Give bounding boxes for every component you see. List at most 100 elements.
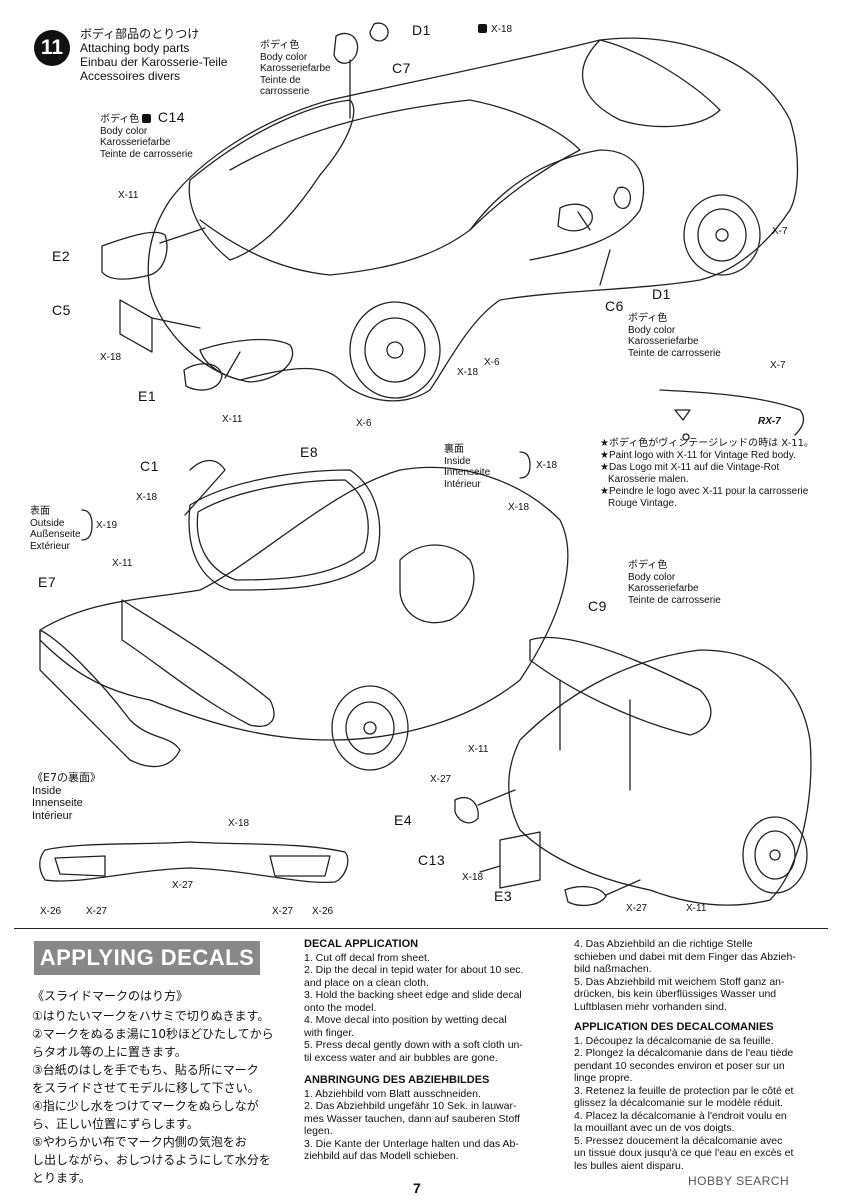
decals-jp-line: ④指に少し水をつけてマークをぬらしなが [32,1099,259,1113]
part-label-e3: E3 [494,888,513,904]
side-inside: Inside [444,455,471,467]
paint-label-x18-side: X-18 [457,367,479,378]
paint-label-x18-hatch: X-18 [508,502,530,513]
body-color-note-c7: ボディ色 Body color Karosseriefarbe Teinte d… [260,40,331,98]
paint-label-x27-e3: X-27 [626,903,648,914]
side-outside-note: 表面 Outside Außenseite Extérieur [30,506,81,552]
body-color-jp: ボディ色 [628,560,668,571]
paint-dot-icon [142,114,152,123]
decals-en-line: 4. Move decal into position by wetting d… [304,1014,507,1026]
side-aussenseite: Außenseite [30,529,81,540]
paint-label-x18-c1: X-18 [136,492,158,503]
decals-jp-line: し出しながら、おしつけるようにして水分を [32,1153,271,1167]
body-color-jp: ボディ色 [100,114,140,125]
page-number: 7 [413,1180,421,1196]
decals-de-line: ziehbild auf das Modell schieben. [304,1150,459,1162]
body-color-en: Body color [260,51,308,63]
body-color-de: Karosseriefarbe [628,336,699,347]
decals-jp-steps: ①はりたいマークをハサミで切りぬきます。 ②マークをぬるま湯に10秒ほどひたして… [32,1007,284,1187]
decals-fr-line: les bulles aient disparu. [574,1159,684,1172]
body-color-en: Body color [628,324,676,336]
part-label-c14: C14 [157,109,186,125]
decals-fr-line: un tissue doux jusqu'à ce que l'eau en e… [574,1147,794,1159]
decals-de-line: 5. Das Abziehbild mit weichem Stoff ganz… [574,975,785,988]
decals-fr-line: la mouillant avec un de vos doigts. [574,1122,735,1134]
watermark-logo: HOBBY SEARCH [688,1174,790,1188]
side-front-jp: 表面 [30,506,50,517]
decals-de-line: bild naßmachen. [574,963,652,975]
body-color-de: Karosseriefarbe [100,137,171,148]
side-inside-note: 裏面 Inside Innenseite Intérieur [444,444,490,490]
decals-fr-line: pendant 10 secondes environ et poser sur… [574,1059,785,1072]
part-label-e1: E1 [138,388,157,404]
paint-label-x18-c13: X-18 [462,872,484,883]
decals-banner: APPLYING DECALS [34,941,260,975]
paint-label-x11-e3: X-11 [686,903,707,914]
paint-dot-icon [478,24,487,33]
decals-jp-line: ①はりたいマークをハサミで切りぬきます。 [32,1009,270,1023]
paint-label-x27-e4: X-27 [430,774,452,785]
part-label-e7: E7 [38,574,57,590]
decals-de-line: 4. Das Abziehbild an die richtige Stelle [574,938,753,950]
paint-label-x7-b: X-7 [770,360,786,371]
decals-de-line: 1. Abziehbild vom Blatt ausschneiden. [304,1087,481,1100]
part-label-e4: E4 [394,812,413,828]
decals-fr-line: linge propre. [574,1072,633,1084]
step-title-jp: ボディ部品のとりつけ [80,27,200,41]
e7-back-interieur: Intérieur [32,809,73,822]
logo-badge-rx7: RX-7 [758,416,781,427]
step-number-badge: 11 [34,30,70,66]
part-label-e2: E2 [52,248,71,264]
decals-fr-line: 1. Découpez la décalcomanie de sa feuill… [574,1034,774,1047]
paint-label-x7-a: X-7 [772,226,788,237]
e7-back-innenseite: Innenseite [32,797,83,809]
paint-label-x18-c5: X-18 [100,352,122,363]
part-label-c13: C13 [418,852,446,868]
decals-en-line: and place on a clean cloth. [304,976,429,989]
step-title-block: ボディ部品のとりつけ Attaching body parts Einbau d… [80,27,227,83]
side-exterieur: Extérieur [30,540,71,552]
paint-label-x11-a: X-11 [118,190,139,201]
body-color-en: Body color [628,571,676,583]
paint-label-x26-right: X-26 [312,906,334,917]
paint-label-x6-wheel: X-6 [356,418,372,429]
side-innenseite: Innenseite [444,467,491,478]
logo-paint-note: ★ボディ色がヴィンテージレッドの時は X-11。 ★Paint logo wit… [600,438,814,510]
decals-de-line: drücken, bis kein überflüssiges Wasser u… [574,988,777,1000]
body-color-de: Karosseriefarbe [260,63,331,74]
decals-de-line: 3. Die Kante der Unterlage halten und da… [304,1137,519,1150]
logo-note-en: ★Paint logo with X-11 for Vintage Red bo… [600,450,796,461]
body-color-fr-1: Teinte de [260,74,301,86]
logo-note-fr-1: ★Peindre le logo avec X-11 pour la carro… [600,486,809,497]
part-label-c9: C9 [588,598,607,614]
decals-fr-title: APPLICATION DES DECALCOMANIES [574,1021,774,1033]
decals-jp-line: らタオル等の上に置きます。 [32,1045,187,1059]
logo-note-de-1: ★Das Logo mit X-11 auf die Vintage-Rot [600,462,780,473]
decals-en-line: 5. Press decal gently down with a soft c… [304,1039,523,1051]
paint-label-x19: X-19 [96,520,118,531]
logo-note-de-2: Karosserie malen. [608,474,689,485]
part-label-d1: D1 [412,22,431,38]
part-label-d1b: D1 [652,286,671,302]
logo-note-fr-2: Rouge Vintage. [608,498,677,509]
body-color-fr: Teinte de carrosserie [628,347,721,359]
body-color-jp: ボディ色 [628,313,668,324]
step-title-en: Attaching body parts [80,41,190,55]
body-color-fr: Teinte de carrosserie [628,594,721,606]
decals-de-line: 2. Das Abziehbild ungefähr 10 Sek. in la… [304,1100,517,1112]
body-color-fr: Teinte de carrosserie [100,148,193,160]
decals-jp-line: ⑤やわらかい布でマーク内側の気泡をお [32,1135,247,1149]
decals-fr-line: 4. Placez la décalcomanie à l'endroit vo… [574,1109,787,1122]
part-label-c1: C1 [140,458,159,474]
decals-jp-line: ③台紙のはしを手でもち、貼る所にマーク [32,1063,259,1077]
part-label-e8: E8 [300,444,319,460]
paint-label-x18-e7b: X-18 [228,818,250,829]
paint-label-x11-e7: X-11 [112,558,133,569]
decals-de-line: mes Wasser tauchen, dann auf sauberen St… [304,1112,520,1125]
decals-en-line: 1. Cut off decal from sheet. [304,951,430,964]
decals-de-line: schieben und dabei mit dem Finger das Ab… [574,950,796,963]
paint-label-x27-center: X-27 [172,880,194,891]
body-color-jp: ボディ色 [260,40,300,51]
decals-de-line: Luftblasen mehr vorhanden sind. [574,1000,727,1013]
decals-en-line: with finger. [304,1026,355,1039]
